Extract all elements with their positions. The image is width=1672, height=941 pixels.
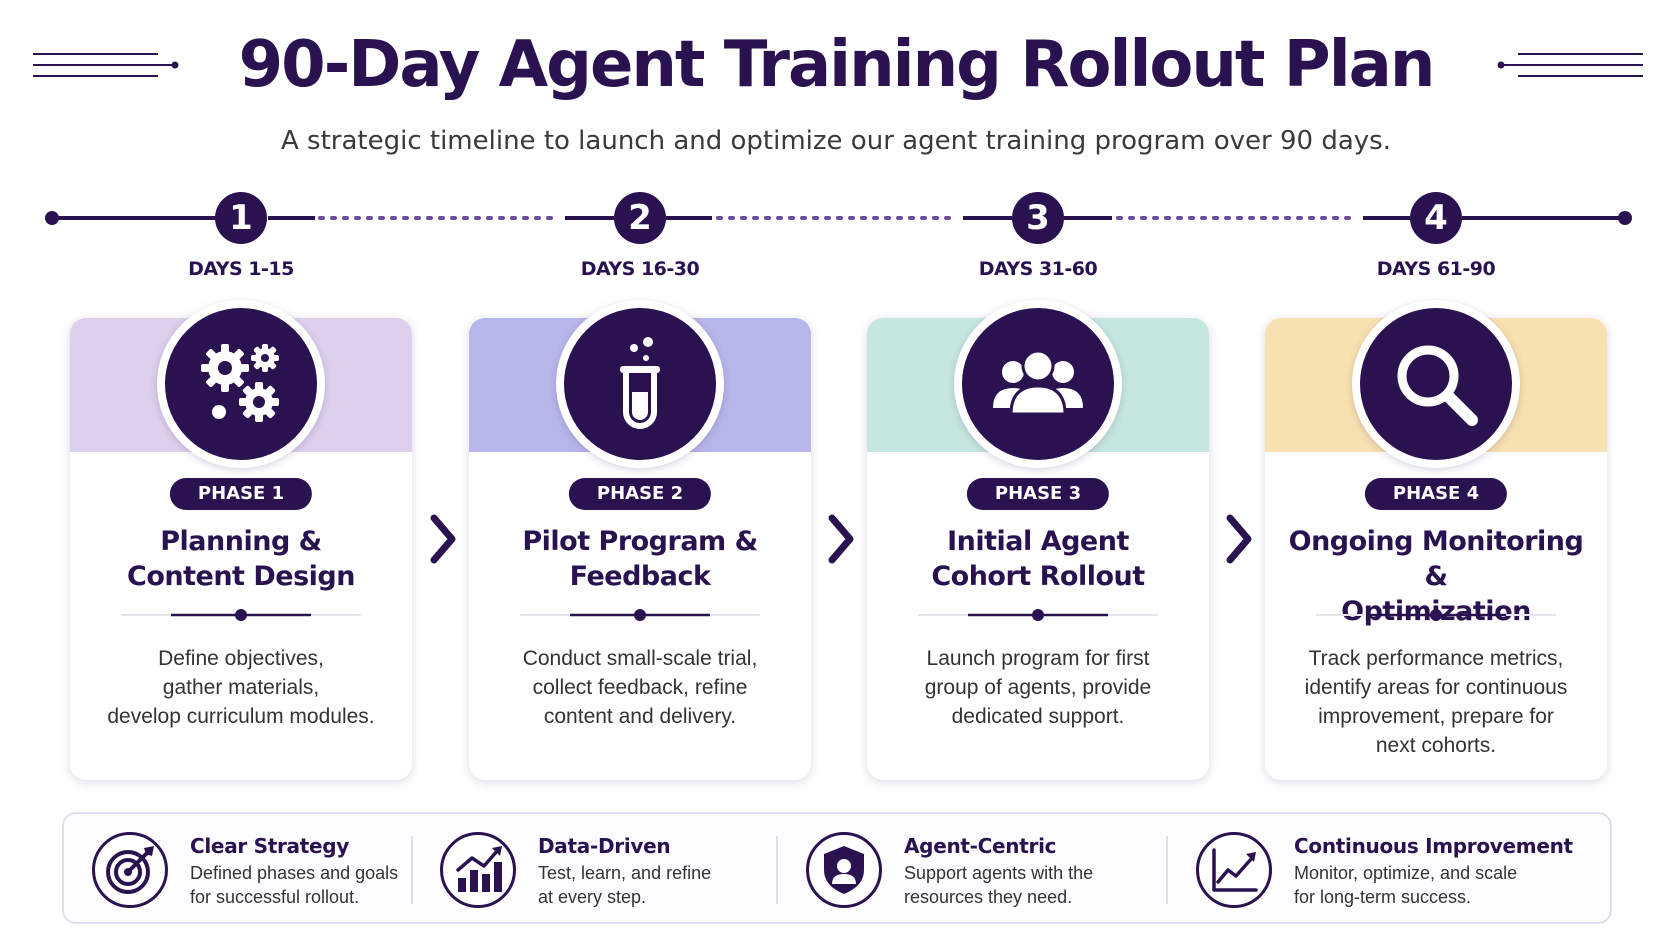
timeline-marker-3: 3 [1012,192,1064,244]
magnifier-icon [1397,345,1478,426]
phase-badge-3: PHASE 3 [966,478,1110,510]
card-separator-3 [918,609,1158,621]
feature-description: Monitor, optimize, and scale for long-te… [1294,863,1518,907]
days-label-3: DAYS 31-60 [978,258,1098,280]
feature-divider [776,836,778,904]
test-tube-icon [620,337,660,429]
target-icon [106,846,154,894]
timeline-marker-1: 1 [215,192,267,244]
feature-description: Test, learn, and refine at every step. [538,863,712,907]
feature-title: Continuous Improvement [1294,834,1573,858]
line-chart-icon [1212,848,1258,892]
phase-title-1: Planning & Content Design [127,526,355,592]
phase-icon-ring-2 [556,300,724,468]
feature-agent-centric: Agent-Centric Support agents with the re… [778,814,1158,926]
group-icon [993,349,1083,416]
phase-description-1: Define objectives, gather materials, dev… [107,647,375,728]
feature-continuous-improvement: Continuous Improvement Monitor, optimize… [1168,814,1608,926]
phase-description-2: Conduct small-scale trial, collect feedb… [522,647,758,728]
card-separator-1 [121,609,361,621]
timeline-marker-4: 4 [1410,192,1462,244]
feature-clear-strategy: Clear Strategy Defined phases and goals … [64,814,444,926]
phase-title-4: Ongoing Monitoring & Optimization [1288,526,1584,627]
features-bar: Clear Strategy Defined phases and goals … [62,812,1612,924]
phase-badge-2: PHASE 2 [568,478,712,510]
phase-badge-1: PHASE 1 [169,478,313,510]
card-separator-2 [520,609,760,621]
phase-description-4: Track performance metrics, identify area… [1304,647,1568,757]
timeline-line [45,211,1632,225]
chevron-right-icon [828,514,854,564]
feature-description: Support agents with the resources they n… [904,863,1094,907]
feature-data-driven: Data-Driven Test, learn, and refine at e… [412,814,792,926]
phase-badge-4: PHASE 4 [1364,478,1508,510]
feature-divider [411,836,413,904]
phase-icon-ring-4 [1352,300,1520,468]
bar-chart-icon [456,846,502,892]
page-subtitle: A strategic timeline to launch and optim… [281,126,1391,156]
chevron-right-icon [430,514,456,564]
phase-title-3: Initial Agent Cohort Rollout [931,526,1145,592]
decorative-lines-right [1497,53,1643,77]
days-label-4: DAYS 61-90 [1376,258,1496,280]
feature-divider [1166,836,1168,904]
shield-user-icon [824,846,864,894]
feature-title: Clear Strategy [190,834,350,858]
phase-description-3: Launch program for first group of agents… [924,647,1152,728]
gears-icon [201,344,279,422]
page-title: 90-Day Agent Training Rollout Plan [238,28,1436,102]
chevron-right-icon [1226,514,1252,564]
feature-title: Agent-Centric [904,834,1057,858]
feature-title: Data-Driven [538,834,671,858]
phase-card-4: PHASE 4 Ongoing Monitoring & Optimizatio… [1265,318,1607,780]
days-label-1: DAYS 1-15 [188,258,294,280]
phase-icon-ring-1 [157,300,325,468]
timeline-marker-2: 2 [614,192,666,244]
days-label-2: DAYS 16-30 [580,258,700,280]
card-separator-4 [1316,609,1556,621]
phase-icon-ring-3 [954,300,1122,468]
phase-title-2: Pilot Program & Feedback [522,526,758,592]
feature-description: Defined phases and goals for successful … [190,863,399,907]
phase-card-1: PHASE 1 Planning & Content Design Define… [70,318,412,780]
decorative-lines-left [33,53,179,77]
